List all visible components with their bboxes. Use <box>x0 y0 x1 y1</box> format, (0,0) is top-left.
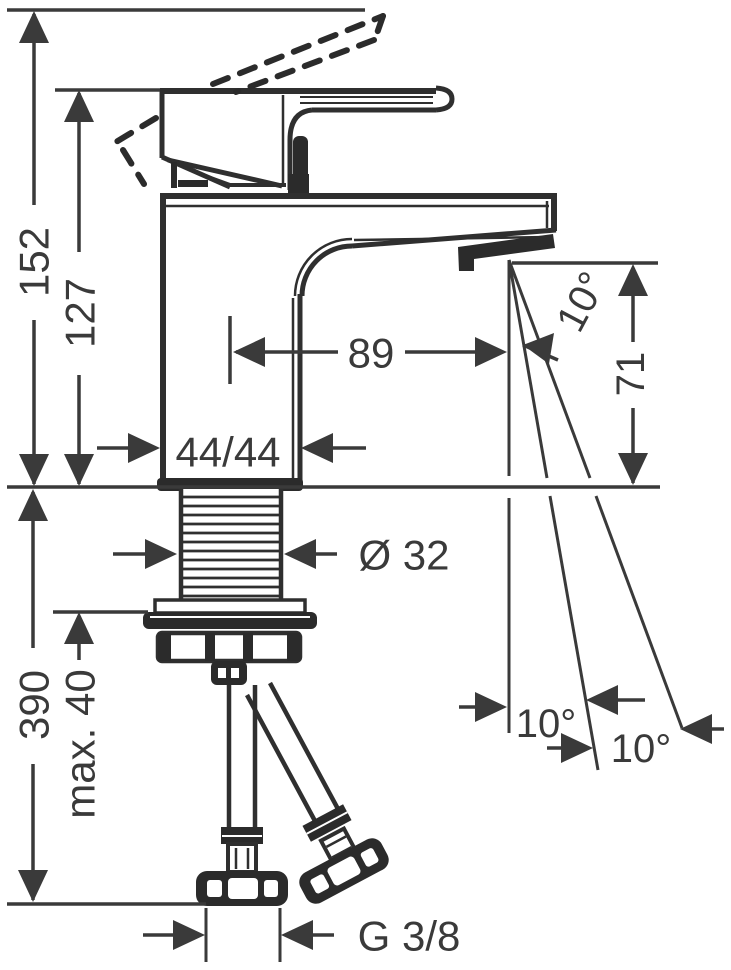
faucet-handle <box>159 85 455 193</box>
label-body-footprint: 44/44 <box>175 429 280 476</box>
hose-end-nut-angled <box>299 838 389 904</box>
label-shaft-diameter: Ø 32 <box>358 532 449 579</box>
faucet-body <box>157 88 557 491</box>
label-spout-angle: 10° <box>548 265 615 339</box>
label-spout-top-height: 127 <box>57 278 104 348</box>
dimension-lines <box>18 11 724 962</box>
hose-manifold-block <box>211 661 247 685</box>
supply-hose-vertical <box>196 685 288 906</box>
label-swivel-left: 10° <box>516 702 577 746</box>
handle-block-fill <box>160 91 283 186</box>
flange-washer <box>143 612 317 629</box>
dim-89 <box>228 316 507 384</box>
handle-open-position-dashed <box>113 13 386 187</box>
dim-44-44 <box>97 433 366 463</box>
label-total-height: 152 <box>11 227 58 297</box>
dim-swivel-angles <box>459 685 724 763</box>
supply-hose-diagonal <box>245 681 389 904</box>
label-swivel-right: 10° <box>611 727 672 771</box>
dim-spout-angle <box>522 333 559 364</box>
label-connection-thread: G 3/8 <box>358 913 461 960</box>
faucet-body-fill <box>161 194 557 487</box>
cartridge-pivot <box>293 136 308 180</box>
angle-fan-lines <box>507 259 684 771</box>
label-outlet-height: 71 <box>609 352 653 397</box>
locking-nut <box>155 630 303 664</box>
faucet-body-outline <box>160 193 557 483</box>
label-max-thickness: max. 40 <box>57 669 104 818</box>
dim-g38 <box>143 908 334 962</box>
dimension-labels: 152 127 89 10° 71 44/44 Ø 32 390 max. 40… <box>11 227 672 960</box>
dim-127 <box>64 90 94 486</box>
aerator-outlet <box>458 234 555 271</box>
label-spout-reach: 89 <box>348 330 395 377</box>
label-hose-length: 390 <box>11 670 58 740</box>
escutcheon-plate <box>153 598 307 615</box>
dim-390 <box>18 489 48 902</box>
mounting-hardware <box>143 598 317 685</box>
reference-lines <box>7 8 660 906</box>
mounting-shaft <box>178 489 284 608</box>
dim-152 <box>19 11 49 486</box>
dim-71 <box>618 264 648 485</box>
dim-diameter-32 <box>113 539 337 569</box>
dim-max-40 <box>64 612 94 660</box>
